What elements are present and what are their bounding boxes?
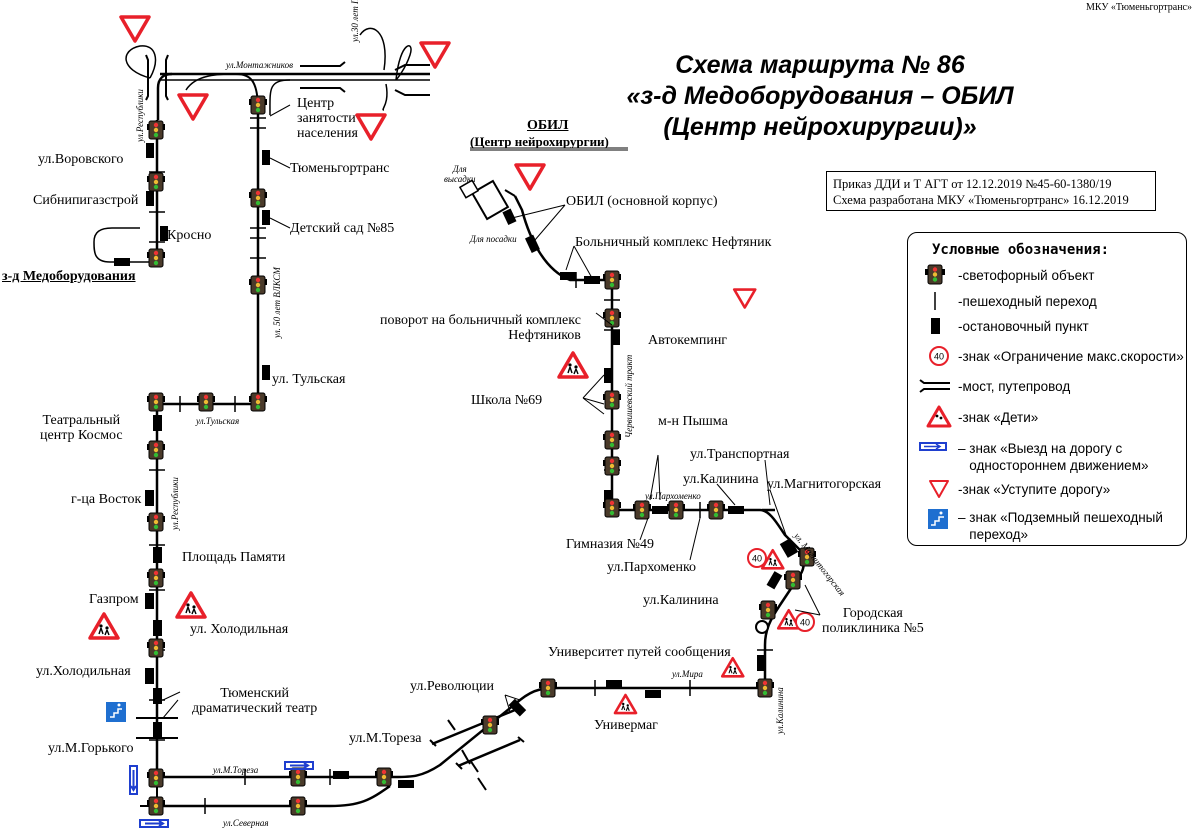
roundabout (755, 620, 769, 634)
street-respubliki-north: ул.Республики (135, 89, 145, 142)
scheme-title: Схема маршрута № 86 «з-д Медоборудования… (540, 50, 1100, 143)
label-boarding: Для посадки (470, 234, 517, 244)
street-mira: ул.Мира (672, 669, 703, 679)
underpass-icon (928, 509, 948, 529)
order-line-2: Схема разработана МКУ «Тюменьгортранс» 1… (833, 193, 1129, 207)
terminal-end-title: ОБИЛ (527, 118, 569, 133)
legend-item-crosswalk: -пешеходный переход (958, 294, 1097, 309)
leader-lines (162, 104, 821, 719)
street-kalinina: ул.Калинина (775, 687, 785, 734)
street-tulskaya: ул.Тульская (196, 416, 240, 426)
stop-kalinina-bottom: ул.Калинина (643, 593, 719, 608)
street-chervishevsky: Червишевский тракт (624, 354, 634, 438)
stop-tulskaya: ул. Тульская (272, 372, 346, 387)
bridge-icon (919, 379, 950, 393)
stop-kholodilnaya: ул. Холодильная (190, 622, 289, 637)
stop-gymnasium: Гимназия №49 (566, 537, 654, 552)
crosswalk-icon (934, 292, 936, 310)
speed-limit-icon: 40 (929, 346, 949, 366)
terminal-end-subtitle: (Центр нейрохирургии) (470, 134, 609, 149)
legend-item-traffic-light: -светофорный объект (958, 268, 1095, 283)
yield-sign-icon (929, 480, 949, 498)
title-line-2: «з-д Медоборудования – ОБИЛ (626, 82, 1014, 110)
legend-item-bridge: -мост, путепровод (958, 379, 1071, 394)
legend-item-one-way: – знак «Выезд на дорогу с одностороннем … (958, 441, 1149, 473)
stop-sibnipi: Сибнипигазстрой (33, 193, 139, 208)
stop-hospital-complex: Больничный комплекс Нефтяник (575, 235, 772, 250)
bus-stops (114, 143, 799, 788)
stop-obil-main: ОБИЛ (основной корпус) (566, 194, 718, 209)
terminal-start: з-д Медоборудования (2, 269, 136, 284)
stop-vostok: г-ца Восток (71, 492, 142, 507)
stop-kindergarten: Детский сад №85 (290, 221, 395, 236)
stop-center-employment: Центр занятости населения (297, 96, 358, 141)
speed-limit-value-1: 40 (752, 554, 762, 564)
street-parkhomenko: ул.Пархоменко (645, 491, 701, 501)
street-toreza: ул.М.Тореза (213, 765, 259, 775)
speed-limit-value-2: 40 (800, 618, 810, 628)
street-respubliki-south: ул.Республики (170, 477, 180, 530)
one-way-exit-signs (129, 761, 314, 828)
stop-polyclinic: Городская поликлиника №5 (822, 606, 924, 636)
stop-vorovskogo: ул.Воровского (38, 152, 124, 167)
stop-magnitogorskaya: ул.Магнитогорская (767, 477, 882, 492)
legend-item-yield: -знак «Уступите дорогу» (958, 482, 1111, 497)
stop-univermag: Универмаг (594, 718, 658, 733)
legend-item-underpass: – знак «Подземный пешеходный переход» (958, 510, 1163, 542)
stop-gazprom: Газпром (89, 592, 139, 607)
stop-revolyutsii: ул.Революции (410, 679, 494, 694)
legend-item-speed-limit: -знак «Ограничение макс.скорости» (958, 349, 1184, 364)
stop-pamyati: Площадь Памяти (182, 550, 286, 565)
street-montazhnikov: ул.Монтажников (226, 60, 293, 70)
title-line-1: Схема маршрута № 86 (675, 51, 965, 79)
stop-toreza: ул.М.Тореза (349, 731, 422, 746)
stop-school-69: Школа №69 (471, 393, 543, 408)
children-sign-icon (926, 405, 952, 428)
bus-stop-icon (931, 318, 940, 334)
legend-item-children: -знак «Дети» (958, 410, 1039, 425)
legend-title: Условные обозначения: (932, 242, 1110, 258)
stop-university: Университет путей сообщения (548, 645, 731, 660)
street-vlksm: ул. 50 лет ВЛКСМ (272, 267, 282, 338)
legend: Условные обозначения: -светофорный объек… (907, 232, 1187, 546)
stop-gorkogo: ул.М.Горького (48, 741, 134, 756)
stop-kholodilnaya-2: ул.Холодильная (36, 664, 131, 679)
stop-drama-theater: Тюменский драматический театр (192, 686, 318, 716)
stop-tyumengortrans: Тюменьгортранс (290, 161, 390, 176)
stop-turn-hospital: поворот на больничный комплекс Нефтянико… (380, 313, 581, 343)
stop-kalinina-top: ул.Калинина (683, 472, 759, 487)
one-way-exit-icon (919, 442, 947, 451)
svg-text:40: 40 (934, 352, 944, 362)
stop-krosno: Кросно (167, 228, 212, 243)
street-severnaya: ул.Северная (223, 818, 269, 828)
stop-theater-kosmos: Театральный центр Космос (40, 413, 123, 443)
traffic-light-icon (925, 264, 945, 285)
title-line-3: (Центр нейрохирургии)» (663, 113, 977, 141)
order-box: Приказ ДДИ и Т АГТ от 12.12.2019 №45-60-… (826, 171, 1156, 211)
underpass-sign-icon (106, 702, 126, 722)
street-pobedy: ул.30 лет Победы (350, 0, 360, 42)
legend-item-bus-stop: -остановочный пункт (958, 319, 1089, 334)
stop-parkhomenko: ул.Пархоменко (607, 560, 697, 575)
stop-pyshma: м-н Пышма (658, 414, 728, 429)
stop-autocamping: Автокемпинг (648, 333, 728, 348)
label-drop-off: Для высадки (444, 164, 476, 184)
order-line-1: Приказ ДДИ и Т АГТ от 12.12.2019 №45-60-… (833, 177, 1112, 191)
obil-building-icon (458, 179, 510, 221)
organization-label: МКУ «Тюменьгортранс» (1085, 2, 1192, 13)
stop-transportnaya: ул.Транспортная (690, 447, 790, 462)
